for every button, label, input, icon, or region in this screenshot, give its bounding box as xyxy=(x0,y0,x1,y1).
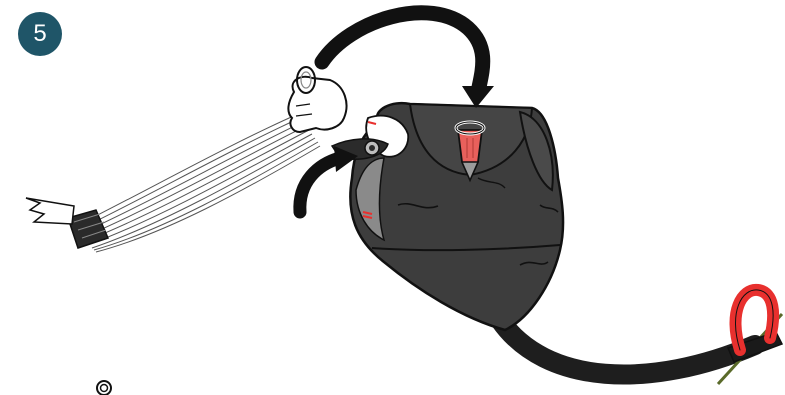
small-ring-icon xyxy=(97,381,111,395)
gloved-hand-icon xyxy=(288,67,346,132)
curved-arrow-icon xyxy=(322,13,494,108)
suspension-lines-icon xyxy=(26,114,320,252)
bridle-strap xyxy=(500,320,755,375)
